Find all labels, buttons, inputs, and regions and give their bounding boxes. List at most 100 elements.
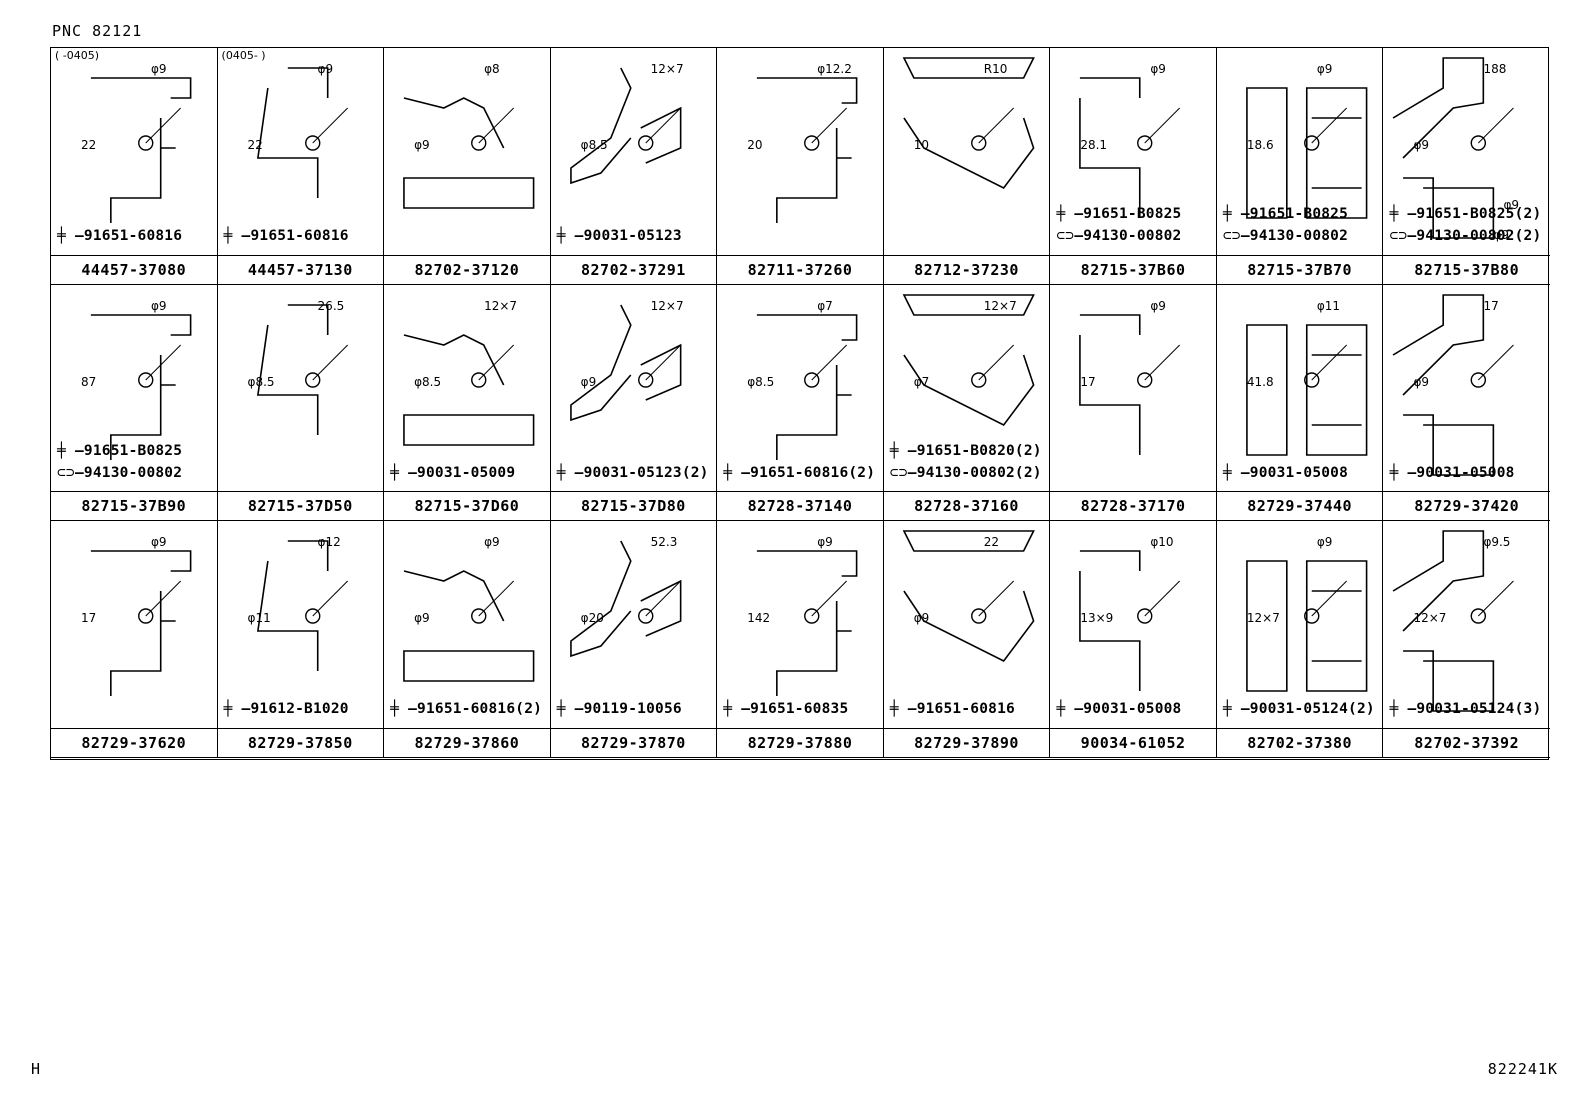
part-number: 90034-61052 [1050, 727, 1216, 757]
mounting-hole [471, 371, 487, 388]
part-number: 82729-37420 [1383, 491, 1550, 520]
part-number: 82728-37160 [883, 491, 1050, 520]
dimension-label: φ8.5 [247, 374, 275, 389]
nut-icon: ⊂⊃ [57, 464, 75, 481]
bracket-outline [1079, 313, 1141, 455]
bolt-fastener: ╪—91651-60816 [889, 701, 1015, 717]
bolt-icon: ╪ [1222, 464, 1232, 481]
leader-line [645, 580, 681, 617]
mounting-hole [471, 135, 487, 151]
leader-line [978, 107, 1014, 144]
bolt-icon: ╪ [1056, 206, 1066, 222]
bracket-outline [757, 550, 858, 696]
bolt-fastener: ╪—91651-60816(2) [723, 464, 876, 481]
part-number: 82728-37170 [1050, 491, 1216, 520]
bracket-outline [757, 313, 858, 460]
part-number: 82729-37850 [217, 727, 384, 757]
dimension-label: 52.3 [650, 535, 678, 549]
mounting-hole [970, 135, 987, 151]
dimension-label: φ9 [1413, 138, 1429, 152]
nut-icon: ⊂⊃ [1056, 228, 1075, 244]
mounting-hole [804, 608, 820, 624]
dimension-label: φ9 [1150, 298, 1166, 313]
leader-line [1478, 344, 1515, 380]
dimension-label: 28.1 [1080, 138, 1108, 152]
dimension-label: φ9 [1503, 198, 1519, 212]
bolt-icon: ╪ [390, 464, 400, 481]
footer-code-right: 822241K [1487, 1060, 1558, 1078]
bolt-icon: ╪ [723, 464, 733, 481]
bracket-outline [1393, 530, 1495, 712]
leader-line [978, 344, 1014, 380]
leader-line [811, 107, 848, 144]
mounting-hole [804, 135, 820, 151]
bracket-outline [902, 57, 1035, 190]
bracket-outline [256, 303, 329, 435]
mounting-hole [304, 135, 320, 151]
bracket-outline [1393, 293, 1495, 476]
nut-fastener: ⊂⊃—94130-00802 [57, 464, 183, 481]
dimension-label: φ10 [1150, 535, 1174, 549]
bracket-outline [403, 570, 535, 682]
dimension-label: 12×7 [650, 298, 684, 313]
dimension-label: 12×7 [1246, 611, 1280, 625]
leader-line [145, 344, 181, 380]
dimension-label: 12×7 [650, 62, 684, 76]
dimension-label: φ9 [151, 535, 167, 549]
bracket-outline [90, 77, 192, 223]
part-number: 82729-37620 [51, 727, 217, 757]
mounting-hole [637, 371, 654, 388]
bolt-fastener: ╪—90031-05009 [390, 464, 516, 481]
bracket-outline [1079, 550, 1141, 691]
mounting-hole [804, 371, 820, 388]
mounting-hole [1137, 135, 1153, 151]
leader-line [311, 107, 348, 144]
dimension-label: 17 [81, 611, 97, 625]
dimension-label: φ9 [1316, 535, 1333, 549]
bolt-fastener: ╪—90031-05124(2) [1222, 701, 1375, 717]
bracket-outline [1245, 323, 1368, 456]
bolt-fastener: ╪—91651-B0825 [57, 442, 183, 459]
dimension-label: 13×9 [1080, 611, 1114, 625]
dimension-label: 26.5 [317, 298, 345, 313]
nut-fastener: ⊂⊃—94130-00802(2) [1389, 228, 1542, 244]
bolt-icon: ╪ [57, 442, 66, 459]
mounting-hole [637, 608, 654, 624]
leader-line [1144, 580, 1181, 617]
bolt-fastener: ╪—91651-B0825 [1056, 206, 1182, 222]
part-number: 82712-37230 [883, 254, 1050, 284]
bracket-outline [403, 333, 535, 446]
bolt-icon: ╪ [1222, 701, 1232, 717]
bracket-outline [569, 304, 682, 421]
part-number: 82729-37870 [550, 727, 717, 757]
bolt-icon: ╪ [1389, 701, 1399, 717]
bolt-fastener: ╪—91651-60816 [57, 228, 183, 244]
bracket-outline [1245, 560, 1368, 692]
leader-line [645, 344, 681, 380]
bolt-fastener: ╪—90031-05123(2) [556, 464, 709, 481]
mounting-hole [1137, 371, 1153, 388]
dimension-label: φ7 [817, 298, 833, 313]
dimension-label: φ9 [1316, 62, 1333, 76]
mounting-hole [1303, 608, 1320, 624]
dimension-label: 12×7 [484, 298, 518, 313]
